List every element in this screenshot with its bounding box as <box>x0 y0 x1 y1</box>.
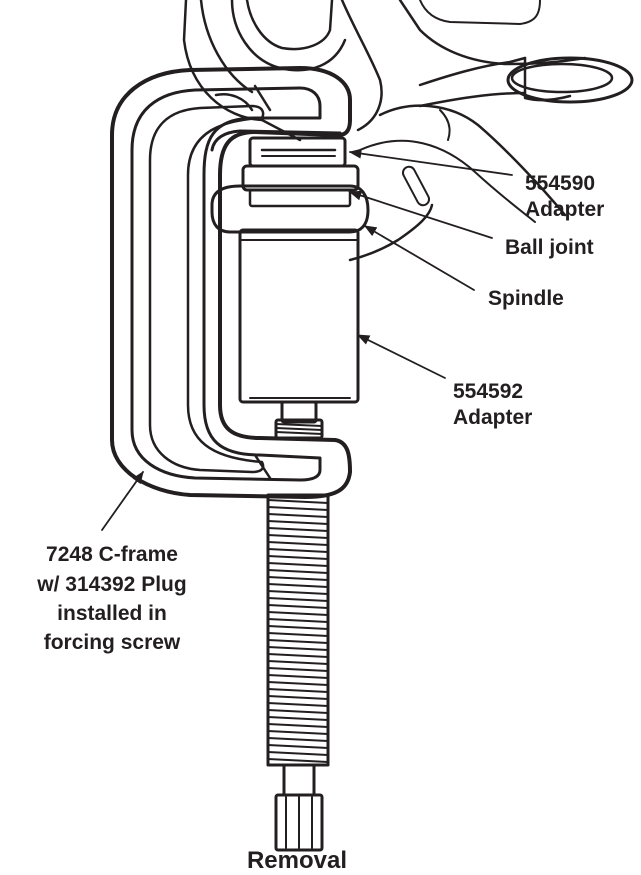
adapter-554590 <box>248 136 347 168</box>
label-ball-joint: Ball joint <box>505 236 594 259</box>
label-spindle: Spindle <box>488 287 564 310</box>
leader-lines <box>101 148 513 531</box>
label-554592-adapter: Adapter <box>453 406 532 429</box>
label-c-frame-line2: w/ 314392 Plug <box>36 573 186 596</box>
label-554592-number: 554592 <box>453 380 523 403</box>
adapter-554592 <box>238 228 360 404</box>
c-frame-7248 <box>110 66 352 499</box>
spindle-bore <box>210 184 370 234</box>
label-c-frame-line3: installed in <box>57 602 167 625</box>
label-c-frame-line4: forcing screw <box>44 631 181 654</box>
forcing-screw <box>266 400 330 852</box>
label-c-frame-line1: 7248 C-frame <box>46 543 178 566</box>
label-554590-adapter: Adapter <box>525 198 604 221</box>
label-554590-number: 554590 <box>525 172 595 195</box>
spindle-knuckle <box>182 0 634 262</box>
caption-removal: Removal <box>247 847 347 874</box>
